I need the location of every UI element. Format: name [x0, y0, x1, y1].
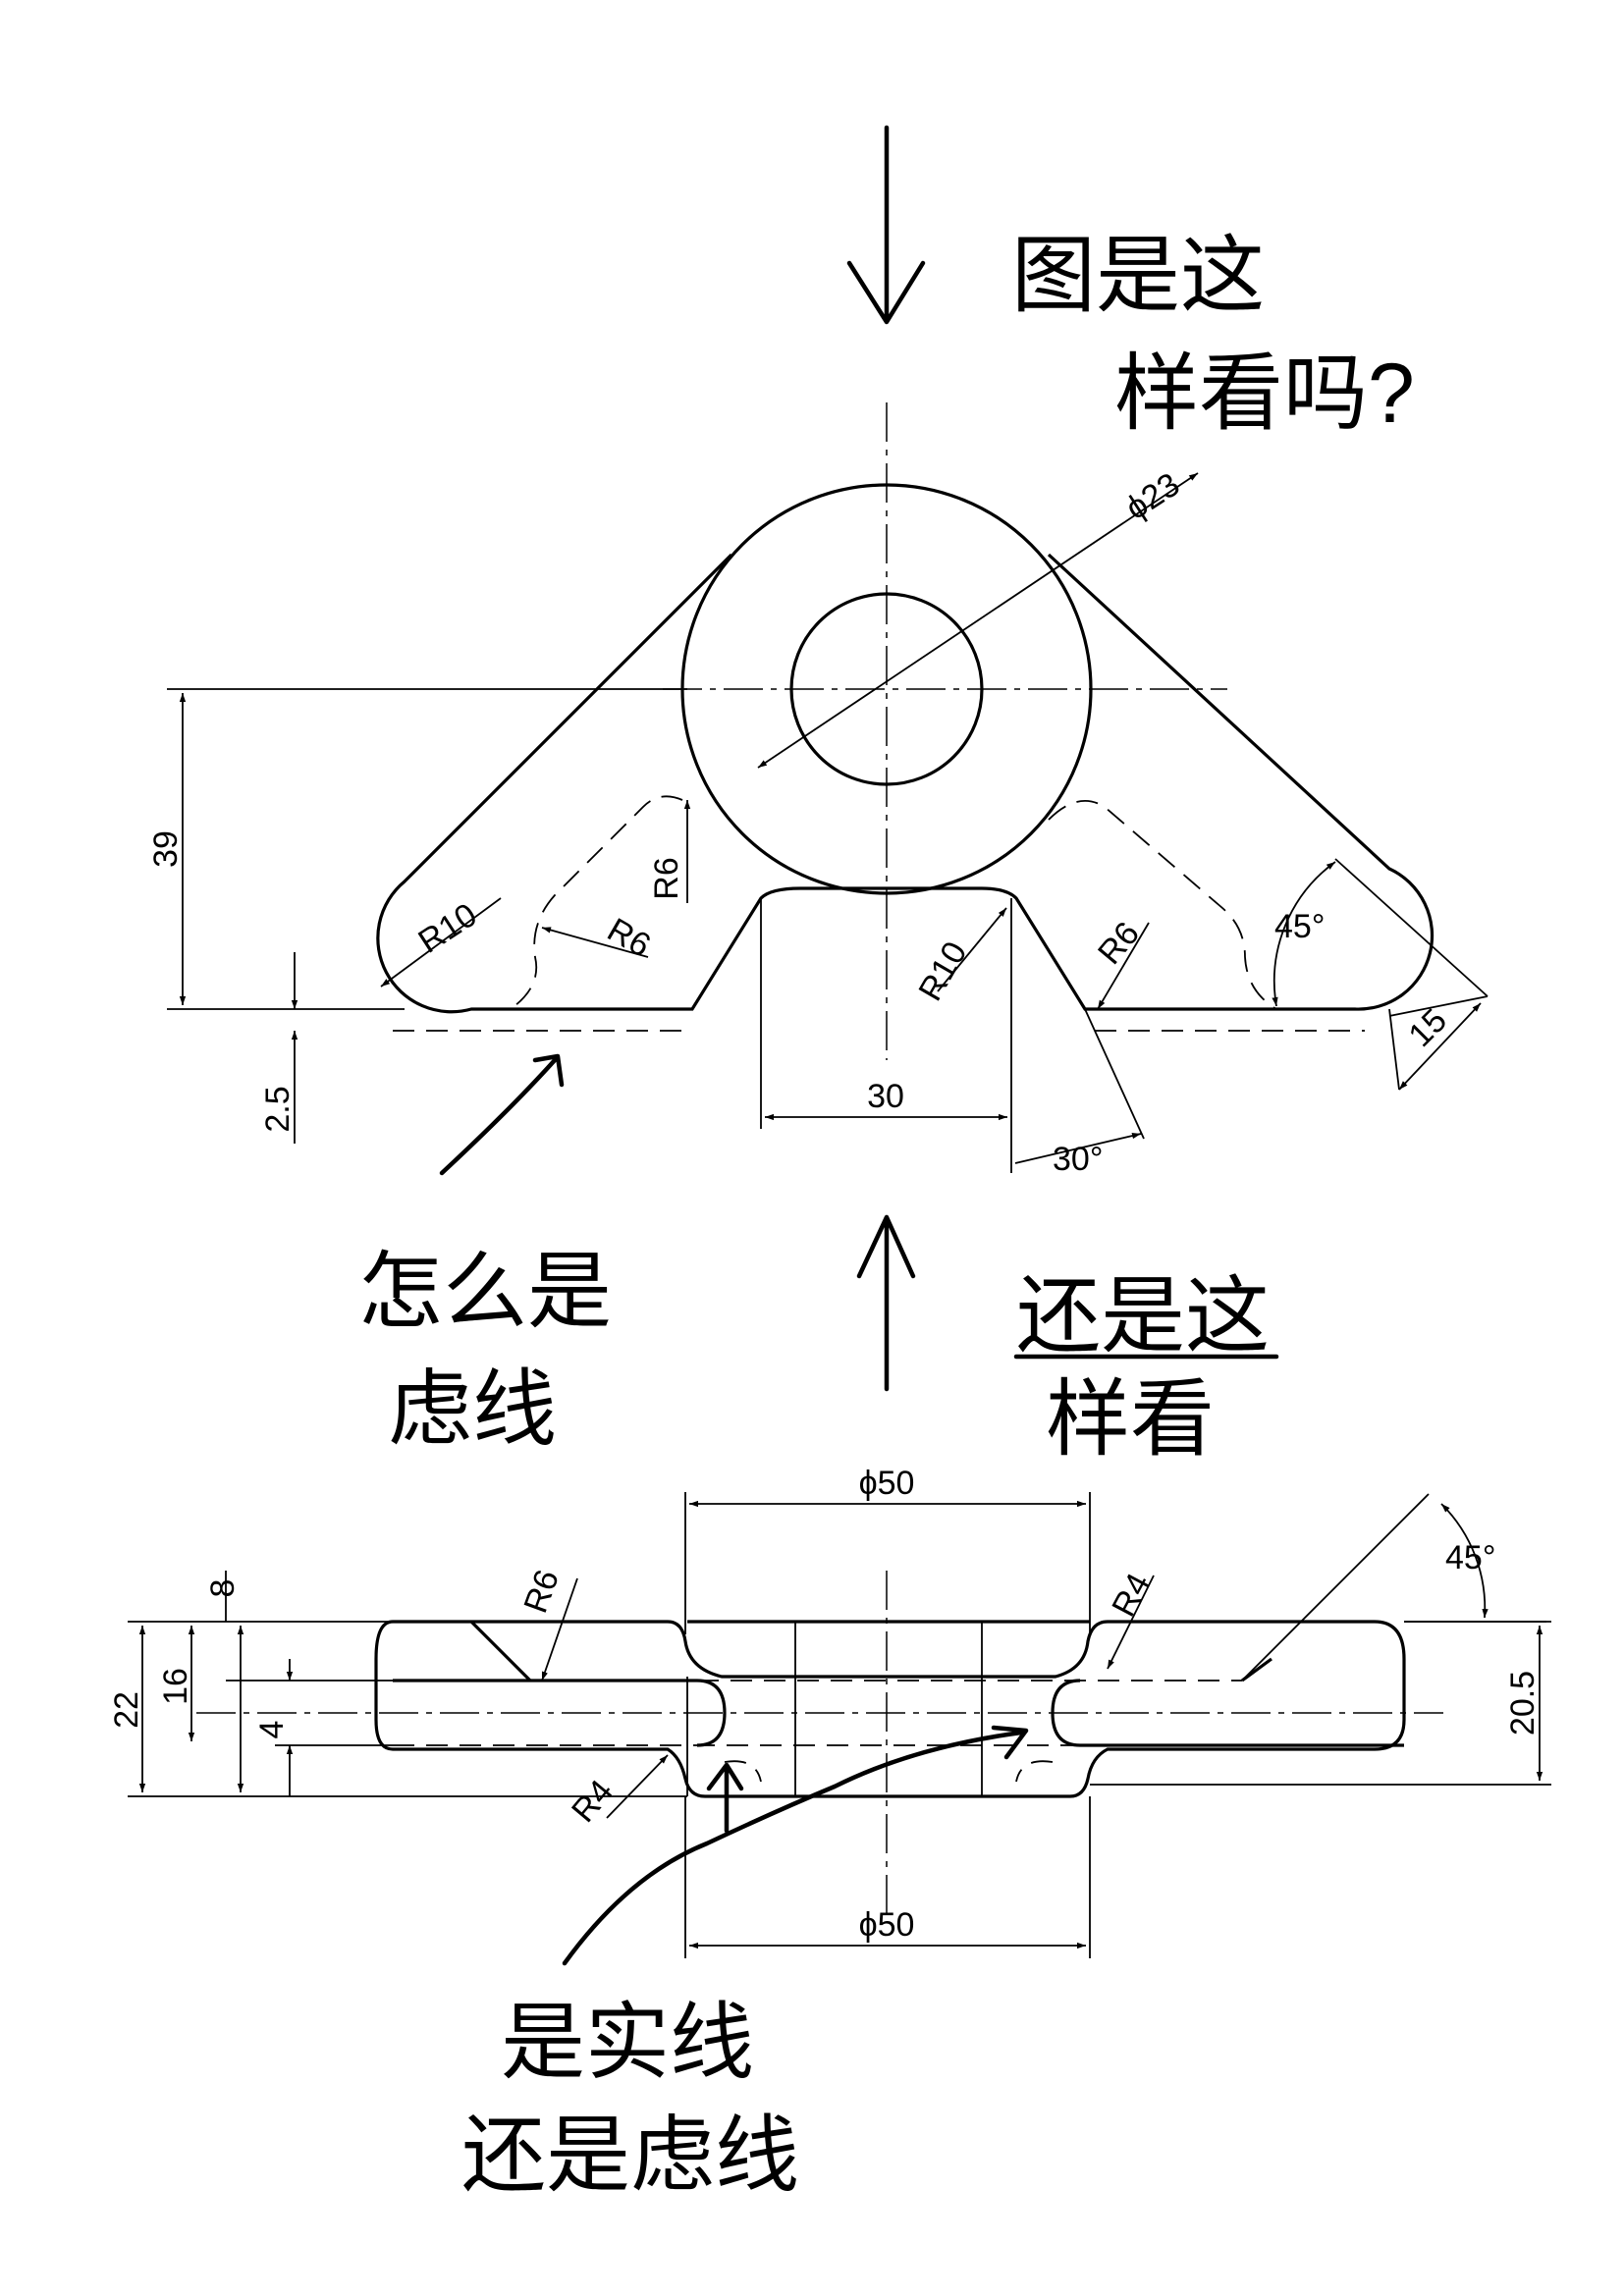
dim-r10-mid-label: R10	[911, 935, 974, 1007]
note-right-line1: 还是这	[1016, 1269, 1270, 1363]
handwritten-annotations: 图是这 样看吗? 怎么是 虑线 还是这 样看 是实线 还是虑线	[358, 125, 1415, 2203]
left-arm-outline	[376, 553, 1435, 1014]
left-chamfer	[469, 1620, 532, 1682]
dim-4-label: 4	[253, 1721, 291, 1739]
dim-2-5-label: 2.5	[259, 1086, 297, 1132]
hidden-line-pointer-arrow	[439, 1053, 565, 1176]
note-left-line2: 虑线	[388, 1362, 557, 1457]
dim-r10-left-label: R10	[412, 896, 484, 961]
note-top-right-line2: 样看吗?	[1114, 347, 1415, 441]
right-chamfer	[1241, 1657, 1272, 1682]
dim-front-r4-bottom-leader	[606, 1754, 669, 1819]
hidden-arc-left	[724, 1760, 762, 1783]
dim-20-5-label: 20.5	[1504, 1671, 1542, 1735]
dim-r10-mid-leader	[937, 907, 1007, 992]
right-slot-outline	[1051, 1679, 1404, 1747]
dim-45-arc	[1272, 861, 1336, 1007]
left-arm-hidden-slot	[510, 795, 683, 1010]
hidden-arc-right	[1015, 1760, 1054, 1783]
dim-r10-left-leader	[380, 897, 502, 988]
dim-front-r4-top-label: R4	[1105, 1568, 1158, 1623]
left-slot-outline	[393, 1679, 727, 1747]
note-left-line1: 怎么是	[358, 1245, 612, 1339]
line-question-arrow-long	[562, 1725, 1029, 1966]
front-body-outline	[374, 1620, 1406, 1798]
top-view: 39 2.5 ϕ23 R10 R6 R6 R10 R6 45° 15	[147, 402, 1489, 1178]
dim-30deg-label: 30°	[1053, 1141, 1103, 1178]
right-arm-hidden-slot	[1048, 799, 1277, 1010]
dim-front-45-ext	[1241, 1493, 1430, 1682]
note-top-right-line1: 图是这	[1011, 229, 1265, 323]
dim-r6-left-top-label: R6	[648, 857, 685, 899]
view-direction-arrow-up	[856, 1214, 916, 1392]
dim-15-ext-c	[1334, 858, 1489, 997]
dim-45-label: 45°	[1274, 908, 1325, 945]
view-direction-arrow-down	[846, 125, 926, 325]
dim-front-r4-top-leader	[1107, 1575, 1155, 1670]
dim-r6-right-leader	[1097, 922, 1150, 1010]
dim-front-r6-leader	[541, 1577, 578, 1682]
dim-15-line	[1398, 1002, 1482, 1091]
dim-15-label: 15	[1401, 1001, 1454, 1054]
note-bottom-line2: 还是虑线	[461, 2109, 799, 2203]
dim-16-label: 16	[157, 1668, 194, 1705]
dim-r6-left-leader	[541, 927, 649, 958]
line-question-arrow-left	[706, 1762, 744, 1834]
dim-30deg-line	[1014, 1132, 1142, 1164]
dim-22-label: 22	[108, 1691, 145, 1729]
dim-r6-right-label: R6	[1091, 915, 1147, 972]
dim-15-ext-b	[1388, 1008, 1400, 1091]
dim-d50-bottom-label: ϕ50	[859, 1906, 915, 1944]
dim-front-45-arc	[1440, 1503, 1489, 1619]
dim-30-label: 30	[867, 1078, 904, 1115]
dim-d50-top-label: ϕ50	[859, 1465, 915, 1502]
dim-front-r6-label: R6	[516, 1565, 567, 1618]
dim-d23-leader	[757, 472, 1199, 769]
note-bottom-line1: 是实线	[501, 1996, 754, 2090]
dim-30deg-ext	[1084, 1008, 1145, 1140]
front-view: ϕ50 ϕ50 45° R6 R4 R4 22 16 8	[108, 1465, 1551, 1958]
dim-r6-left-label: R6	[601, 911, 657, 965]
dim-39-label: 39	[147, 830, 185, 868]
dim-front-r4-bottom-label: R4	[565, 1773, 621, 1830]
dim-front-45-label: 45°	[1445, 1539, 1495, 1576]
dim-8-label: 8	[204, 1579, 242, 1598]
note-right-line2: 样看	[1046, 1372, 1215, 1467]
